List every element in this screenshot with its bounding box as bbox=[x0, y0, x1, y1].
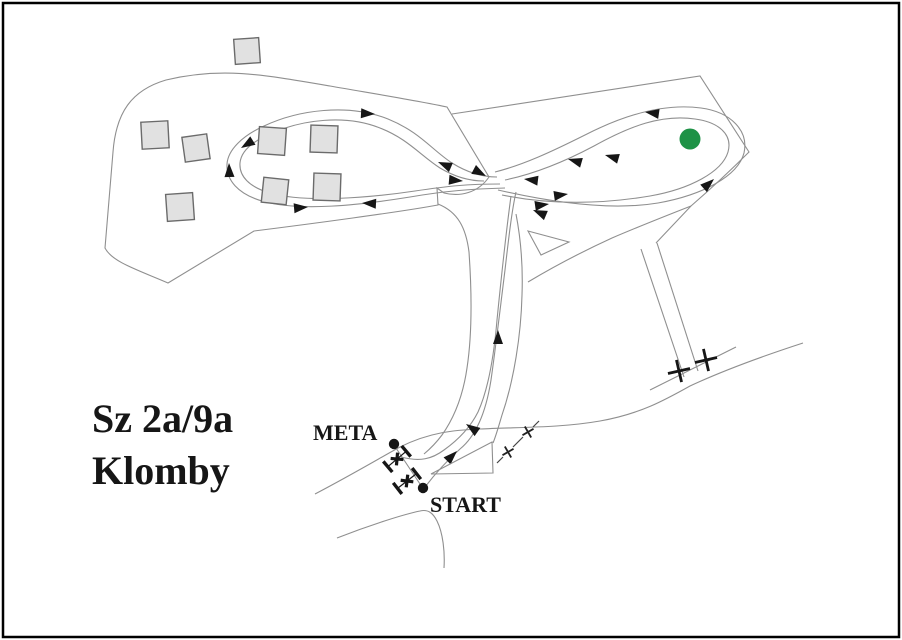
flower-bed bbox=[260, 176, 290, 206]
route-arrow bbox=[645, 108, 660, 119]
route-arrow bbox=[700, 179, 714, 193]
large-x-mark bbox=[667, 359, 691, 383]
flower-bed bbox=[232, 36, 262, 66]
meta-point-dot bbox=[388, 438, 400, 450]
route-arrow bbox=[466, 424, 481, 437]
corridor-left-edge bbox=[423, 203, 472, 455]
route-arrow bbox=[293, 203, 308, 214]
triangle-marks bbox=[430, 230, 571, 475]
park-boundary-right bbox=[451, 75, 750, 244]
start-label: START bbox=[430, 492, 501, 517]
route-arrow bbox=[493, 330, 503, 344]
dashed-forbidden-line bbox=[496, 420, 540, 464]
flower-bed bbox=[181, 133, 211, 163]
roads bbox=[314, 242, 804, 569]
start-finish-symbols bbox=[382, 438, 429, 495]
small-x-mark bbox=[502, 446, 514, 458]
triangle-middle bbox=[526, 230, 571, 256]
timing-gate-start bbox=[391, 467, 423, 495]
route-arrow bbox=[360, 108, 375, 119]
route-arrow bbox=[443, 451, 457, 465]
small-x-mark bbox=[522, 426, 534, 438]
narrow-alley-line-2 bbox=[656, 242, 699, 372]
route-arrow bbox=[362, 198, 377, 209]
route-lines bbox=[226, 106, 746, 488]
route-left-loop-outer bbox=[226, 109, 506, 208]
meta-label: META bbox=[313, 420, 377, 445]
control-point-green-circle bbox=[679, 128, 701, 150]
route-arrow bbox=[524, 175, 539, 186]
route-arrow bbox=[438, 162, 453, 173]
flower-bed bbox=[256, 125, 288, 157]
main-road bbox=[314, 342, 804, 495]
route-arrows bbox=[224, 108, 714, 465]
blocked-crossings bbox=[496, 348, 718, 464]
route-meta-leg-down bbox=[400, 195, 512, 460]
start-point-dot bbox=[417, 482, 429, 494]
crossing-side-line bbox=[649, 346, 737, 391]
route-arrow bbox=[553, 190, 568, 201]
triangle-near-start bbox=[430, 441, 494, 475]
route-arrow bbox=[605, 154, 620, 164]
flower-bed bbox=[312, 172, 342, 202]
flower-beds bbox=[140, 36, 342, 223]
corridor-right-edge bbox=[492, 213, 523, 444]
curved-road-below-start bbox=[336, 509, 445, 569]
route-arrow bbox=[448, 174, 463, 185]
route-arrow bbox=[471, 165, 486, 176]
large-x-mark bbox=[694, 348, 718, 372]
route-hairpin-outer bbox=[494, 106, 746, 207]
flower-bed bbox=[309, 124, 339, 154]
route-left-loop-inner bbox=[239, 119, 501, 200]
wedge-edge bbox=[527, 205, 692, 283]
route-hairpin-inner bbox=[501, 117, 730, 203]
route-arrow bbox=[241, 136, 256, 148]
timing-gate-meta bbox=[382, 444, 412, 474]
route-arrow bbox=[224, 163, 235, 178]
route-arrow bbox=[533, 210, 548, 221]
route-arrow bbox=[534, 200, 549, 211]
meta-start-connector bbox=[393, 444, 423, 488]
route-arrow bbox=[568, 158, 583, 168]
flower-bed bbox=[164, 191, 196, 223]
narrow-alley-line-1 bbox=[640, 248, 685, 378]
park-boundary-left bbox=[104, 72, 490, 284]
region-boundaries bbox=[104, 72, 750, 455]
course-title-line1: Sz 2a/9a bbox=[92, 396, 233, 441]
flower-bed bbox=[140, 120, 170, 150]
course-title-line2: Klomby bbox=[92, 448, 230, 493]
